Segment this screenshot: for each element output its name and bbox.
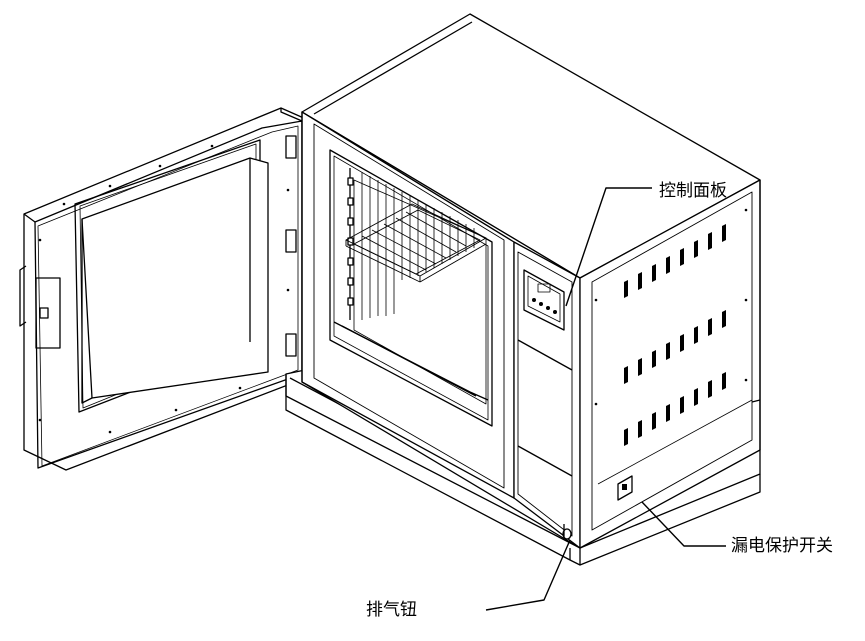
wire-shelf: [345, 172, 487, 320]
control-panel: [523, 269, 565, 331]
leakage-switch-label: 漏电保护开关: [731, 536, 833, 556]
leakage-switch: [617, 475, 633, 501]
exhaust-button-leader: [485, 539, 571, 611]
control-panel-leader: [565, 187, 652, 307]
leakage-switch-leader: [641, 501, 726, 547]
oven-door: [19, 107, 307, 471]
oven-cabinet: [301, 13, 761, 549]
leader-lines: [485, 187, 726, 611]
exhaust-button-label: 排气钮: [366, 600, 417, 620]
control-panel-label: 控制面板: [659, 181, 727, 201]
ventilation-louvres: [624, 224, 726, 446]
exhaust-knob: [562, 528, 572, 540]
